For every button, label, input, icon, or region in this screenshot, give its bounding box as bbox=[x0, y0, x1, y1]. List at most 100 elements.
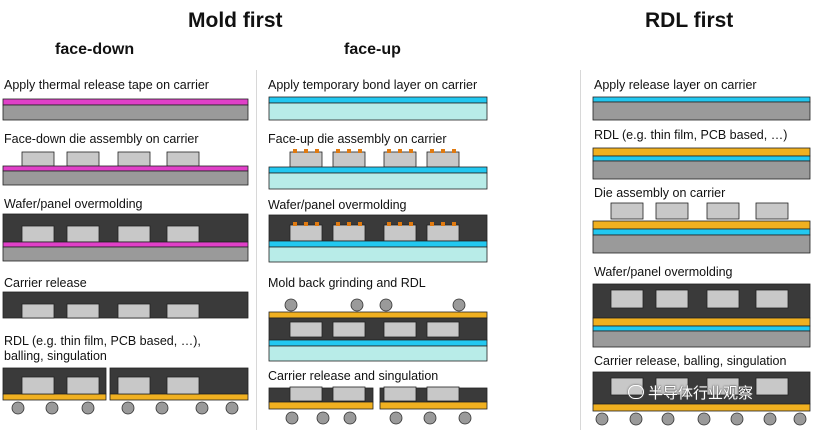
face-up-step-5-label: Carrier release and singulation bbox=[268, 369, 439, 383]
face-up-step-1-label: Apply temporary bond layer on carrier bbox=[268, 78, 478, 92]
release-layer bbox=[592, 155, 811, 162]
face-up-step-2-label: Face-up die assembly on carrier bbox=[268, 132, 447, 146]
thermal-release-tape bbox=[2, 241, 249, 248]
solder-ball bbox=[350, 298, 364, 312]
carrier bbox=[592, 234, 811, 254]
column-divider bbox=[256, 70, 257, 430]
rdl-layer bbox=[2, 393, 107, 401]
temporary-bond-layer bbox=[268, 166, 488, 174]
carrier bbox=[592, 160, 811, 180]
solder-ball bbox=[793, 412, 807, 426]
rdl-first-step-1-label: Apply release layer on carrier bbox=[594, 78, 757, 92]
carrier bbox=[268, 102, 488, 121]
die-pad bbox=[387, 222, 391, 226]
rdl-layer bbox=[268, 311, 488, 319]
solder-ball bbox=[155, 401, 169, 415]
solder-ball bbox=[389, 411, 403, 425]
die-pad bbox=[347, 222, 351, 226]
die bbox=[383, 386, 417, 402]
die bbox=[426, 386, 460, 402]
die-pad bbox=[315, 222, 319, 226]
die-pad bbox=[358, 149, 362, 153]
face-down-subtitle: face-down bbox=[55, 41, 135, 58]
die bbox=[383, 151, 417, 168]
die bbox=[755, 289, 789, 309]
die-pad bbox=[347, 149, 351, 153]
die bbox=[383, 224, 417, 242]
solder-ball bbox=[661, 412, 675, 426]
die bbox=[66, 376, 100, 395]
die-pad bbox=[430, 222, 434, 226]
die-pad bbox=[293, 222, 297, 226]
watermark-text: 半导体行业观察 bbox=[648, 384, 754, 402]
die bbox=[755, 202, 789, 220]
die-pad bbox=[441, 149, 445, 153]
solder-ball bbox=[121, 401, 135, 415]
die-pad bbox=[409, 149, 413, 153]
solder-ball bbox=[284, 298, 298, 312]
rdl-layer bbox=[109, 393, 249, 401]
temporary-bond-layer bbox=[268, 339, 488, 347]
die bbox=[655, 202, 689, 220]
rdl-first-title: RDL first bbox=[645, 9, 734, 32]
face-down-step-5-label: RDL (e.g. thin film, PCB based, …), bbox=[4, 334, 201, 348]
die bbox=[610, 289, 644, 309]
solder-ball bbox=[45, 401, 59, 415]
wechat-icon bbox=[628, 385, 644, 399]
die bbox=[21, 225, 55, 243]
face-down-step-1-label: Apply thermal release tape on carrier bbox=[4, 78, 209, 92]
rdl-first-step-2-label: RDL (e.g. thin film, PCB based, …) bbox=[594, 128, 788, 142]
die bbox=[117, 376, 151, 395]
solder-ball bbox=[629, 412, 643, 426]
die bbox=[706, 202, 740, 220]
die bbox=[21, 376, 55, 395]
die-pad bbox=[430, 149, 434, 153]
solder-ball bbox=[452, 298, 466, 312]
die bbox=[332, 321, 366, 338]
solder-ball bbox=[11, 401, 25, 415]
carrier bbox=[592, 330, 811, 348]
solder-ball bbox=[763, 412, 777, 426]
solder-ball bbox=[458, 411, 472, 425]
solder-ball bbox=[697, 412, 711, 426]
die bbox=[655, 377, 689, 396]
carrier bbox=[268, 172, 488, 190]
die bbox=[66, 225, 100, 243]
face-up-step-3-label: Wafer/panel overmolding bbox=[268, 198, 407, 212]
face-down-step-3-label: Wafer/panel overmolding bbox=[4, 197, 143, 211]
die-pad bbox=[398, 149, 402, 153]
rdl-layer bbox=[592, 220, 811, 230]
carrier bbox=[268, 246, 488, 263]
solder-ball bbox=[225, 401, 239, 415]
die bbox=[610, 202, 644, 220]
die bbox=[289, 151, 323, 168]
die-pad bbox=[398, 222, 402, 226]
die bbox=[426, 321, 460, 338]
carrier bbox=[2, 104, 249, 121]
solder-ball bbox=[285, 411, 299, 425]
die bbox=[426, 151, 460, 168]
die-pad bbox=[293, 149, 297, 153]
die-pad bbox=[409, 222, 413, 226]
face-up-subtitle: face-up bbox=[344, 41, 401, 58]
solder-ball bbox=[379, 298, 393, 312]
die bbox=[289, 321, 323, 338]
die-pad bbox=[304, 222, 308, 226]
die bbox=[117, 303, 151, 319]
rdl-layer bbox=[592, 147, 811, 157]
die bbox=[117, 151, 151, 167]
rdl-first-step-3-label: Die assembly on carrier bbox=[594, 186, 726, 200]
release-layer bbox=[592, 325, 811, 332]
rdl-layer bbox=[592, 317, 811, 327]
solder-ball bbox=[730, 412, 744, 426]
die bbox=[66, 303, 100, 319]
die bbox=[166, 225, 200, 243]
face-up-step-4-label: Mold back grinding and RDL bbox=[268, 276, 426, 290]
thermal-release-tape bbox=[2, 165, 249, 172]
rdl-first-step-5-label: Carrier release, balling, singulation bbox=[594, 354, 787, 368]
die bbox=[706, 377, 740, 396]
temporary-bond-layer bbox=[268, 240, 488, 248]
die bbox=[166, 151, 200, 167]
die bbox=[117, 225, 151, 243]
